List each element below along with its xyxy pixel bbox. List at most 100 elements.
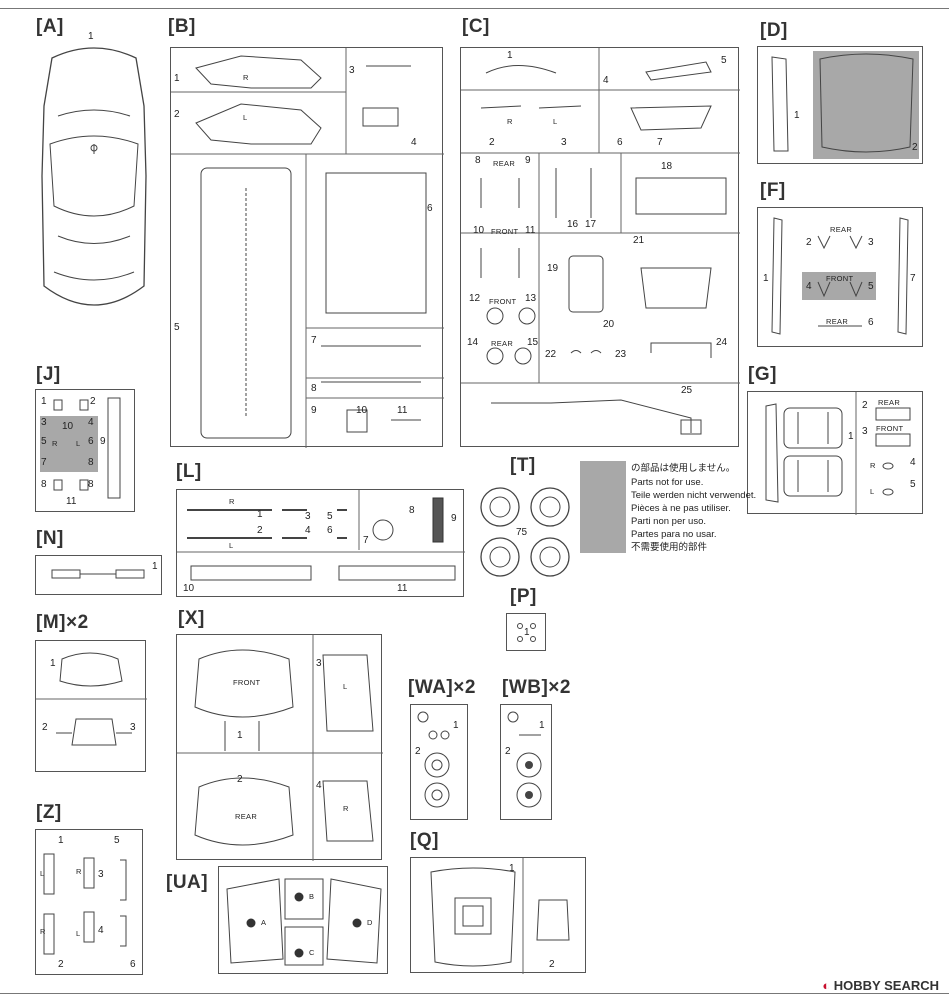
frame-c-part-4: 4 [603,75,609,86]
frame-c-part-24: 24 [716,337,728,348]
bottom-rule [0,993,949,994]
frame-j-part-7: 7 [41,457,47,468]
frame-b: 1 2 3 4 5 6 7 8 9 10 11 R L [170,47,444,448]
frame-d-drawing [771,53,914,153]
frame-l-part-11: 11 [397,583,408,594]
frame-j-tag-l: L [76,439,81,448]
frame-d-label: [D] [760,20,788,41]
frame-b-part-7: 7 [311,335,317,346]
frame-b-part-3: 3 [349,65,355,76]
frame-z-label: [Z] [36,802,62,823]
frame-g-part-5: 5 [910,479,916,490]
frame-p-label: [P] [510,586,537,607]
frame-a-label: [A] [36,16,64,37]
frame-g-tag-rear: REAR [878,398,901,407]
frame-g-tag-front: FRONT [876,424,904,433]
watermark-text: HOBBY SEARCH [833,978,939,993]
frame-c-part-6: 6 [617,137,623,148]
frame-q-drawing [430,858,570,974]
frame-c-part-17: 17 [585,219,597,230]
frame-j-part-10: 10 [62,421,74,432]
frame-wb-drawing [507,711,542,808]
frame-j-part-8b: 8 [41,479,47,490]
frame-j-part-11: 11 [66,496,77,507]
legend-line-es: Partes para no usar. [631,529,717,540]
frame-l-drawing [177,490,465,581]
frame-c-part-7: 7 [657,137,663,148]
frame-x-label: [X] [178,608,205,629]
frame-z-drawing [43,853,127,955]
frame-x-part-3: 3 [316,658,322,669]
frame-b-part-6: 6 [427,203,433,214]
frame-b-tag-r: R [243,73,249,82]
frame-l-part-4: 4 [305,525,311,536]
frame-n-drawing [51,569,145,579]
frame-c-tag-l: L [553,117,558,126]
frame-g-drawing [765,392,911,515]
frame-f-part-7: 7 [910,273,916,284]
frame-c-part-15: 15 [527,337,539,348]
legend-line-it: Parti non per uso. [631,516,706,527]
frame-c-part-13: 13 [525,293,537,304]
frame-c-part-12: 12 [469,293,481,304]
frame-b-part-5: 5 [174,322,180,333]
frame-g-label: [G] [748,364,777,385]
frame-a: 1 [30,32,158,326]
frame-wb-label: [WB]×2 [502,677,571,698]
frame-c-part-18: 18 [661,161,673,172]
frame-l-tag-r: R [229,497,235,506]
legend-line-en: Parts not for use. [631,477,704,488]
frame-ua-part-d: D [367,918,373,927]
frame-ua-drawing [226,878,382,966]
frame-f-unused-front [802,272,876,300]
legend-line-fr: Pièces à ne pas utiliser. [631,503,731,514]
frame-ua: A B C D [218,866,388,974]
frame-l-part-7: 7 [363,535,369,546]
frame-m-drawing [36,652,147,746]
frame-b-part-4: 4 [411,137,417,148]
frame-q-part-1: 1 [509,863,515,874]
frame-l-part-2: 2 [257,525,263,536]
frame-c-part-14: 14 [467,337,479,348]
frame-z-tag-r: R [40,927,46,936]
frame-j-tag-r: R [52,439,58,448]
frame-j: 1 2 3 4 5 6 7 8 9 10 11 8 8 R L [35,389,135,512]
frame-b-part-11: 11 [397,405,408,416]
frame-z-tag-r2: R [76,867,82,876]
frame-f-part-5: 5 [868,281,874,292]
frame-c-part-8: 8 [475,155,481,166]
frame-b-part-9: 9 [311,405,317,416]
frame-t-label: [T] [510,455,536,476]
frame-g-part-1: 1 [848,431,854,442]
frame-z-part-5: 5 [114,835,120,846]
frame-z: 1 2 3 4 5 6 L R R L [35,829,143,975]
frame-n: 1 [35,555,162,595]
frame-wb-part-1: 1 [539,720,545,731]
frame-j-part-6: 6 [88,436,94,447]
frame-n-part-1: 1 [152,561,158,572]
frame-d-unused-hood [813,51,919,159]
frame-j-part-4: 4 [88,417,94,428]
frame-c-part-1: 1 [507,50,513,61]
frame-m: 1 2 3 [35,640,147,772]
frame-p-drawing [517,623,536,642]
frame-f-part-6: 6 [868,317,874,328]
frame-x-tag-rear: REAR [235,812,258,821]
frame-g-part-2: 2 [862,400,868,411]
frame-j-label: [J] [36,364,61,385]
frame-b-drawing [171,48,444,448]
frame-z-part-2: 2 [58,959,64,970]
frame-c-part-19: 19 [547,263,559,274]
frame-g-tag-r: R [870,461,876,470]
frame-b-part-10: 10 [356,405,368,416]
frame-l-tag-l: L [229,541,234,550]
frame-f-part-2: 2 [806,237,812,248]
frame-c-tag-r: R [507,117,513,126]
frame-g-part-3: 3 [862,426,868,437]
frame-b-part-1: 1 [174,73,180,84]
frame-j-part-2: 2 [90,396,96,407]
top-rule [0,8,949,9]
frame-m-part-2: 2 [42,722,48,733]
frame-g-part-4: 4 [910,457,916,468]
frame-m-label: [M]×2 [36,612,89,633]
